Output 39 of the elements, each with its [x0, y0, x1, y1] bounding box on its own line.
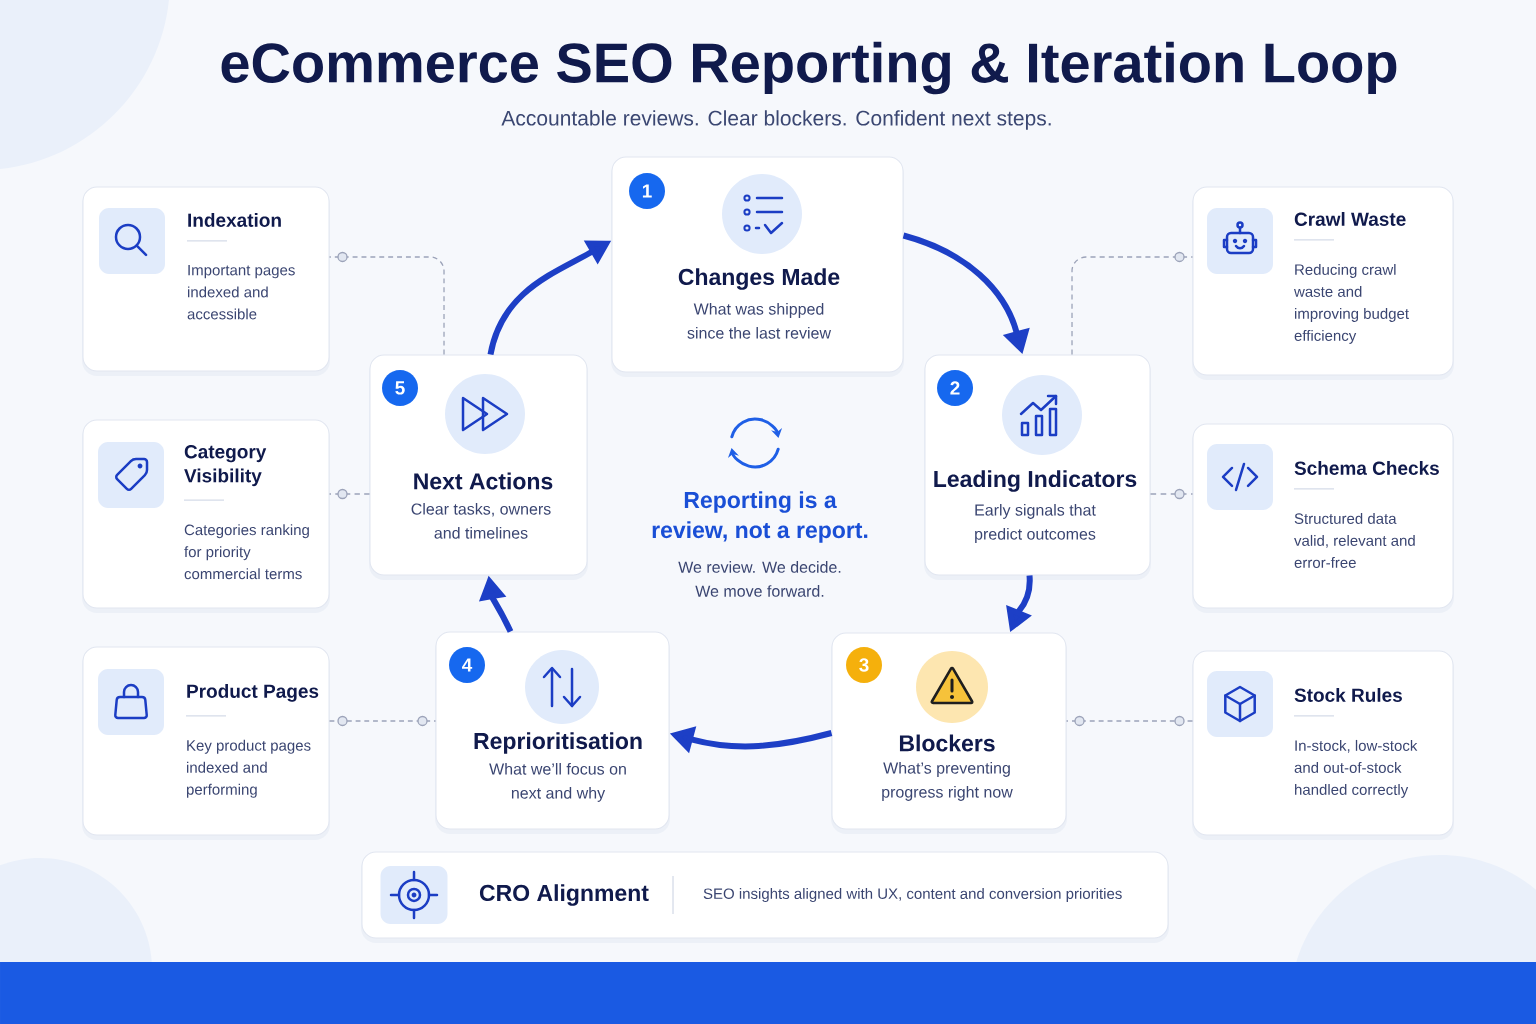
- step-description: Early signals that predict outcomes: [975, 504, 1096, 543]
- number-badge: 5: [382, 370, 418, 406]
- tagline: Reporting is a review, not a report.: [652, 491, 868, 543]
- card-description: In-stock, low-stock and out-of-stock handled correctly: [1294, 739, 1418, 798]
- step-title: Next Actions: [414, 472, 553, 490]
- card-title: Product Pages: [187, 684, 319, 702]
- banner-title: CRO Alignment: [479, 884, 649, 906]
- card-title: Stock Rules: [1294, 688, 1402, 702]
- card-title: Schema Checks: [1294, 461, 1439, 475]
- card-title: Crawl Waste: [1294, 212, 1406, 226]
- number-badge: 4: [449, 647, 485, 683]
- step-title: Leading Indicators: [934, 470, 1137, 492]
- step-title: Reprioritisation: [474, 732, 642, 754]
- step-description: Clear tasks, owners and timelines: [411, 503, 551, 539]
- step-title: Blockers: [899, 734, 995, 752]
- card-description: Reducing crawl waste and improving budget efficiency: [1294, 263, 1409, 344]
- dashed-connector: [1149, 488, 1194, 500]
- dashed-connector: [1071, 251, 1194, 356]
- card-title: Indexation: [188, 213, 281, 227]
- page-title: eCommerce SEO Reporting & Iteration Loop: [221, 41, 1397, 95]
- dashed-connector: [328, 251, 445, 356]
- card-description: Important pages indexed and accessible: [187, 264, 295, 320]
- banner-description: SEO insights aligned with UX, content and conversion priorities: [703, 888, 1122, 902]
- number-badge: 2: [937, 370, 973, 406]
- number-badge: 1: [629, 173, 665, 209]
- step-description: What was shipped since the last review: [687, 303, 832, 339]
- step-title: Changes Made: [678, 268, 840, 290]
- step-description: What’s preventing progress right now: [882, 762, 1013, 801]
- card-description: Categories ranking for priority commercial terms: [184, 524, 309, 580]
- number-badge: 3: [846, 647, 882, 683]
- subtitle: Accountable reviews. Clear blockers. Confident next steps.: [501, 110, 1051, 130]
- card-description: Structured data valid, relevant and error-free: [1294, 512, 1415, 568]
- dashed-connector: [328, 715, 437, 727]
- dashed-connector: [1065, 715, 1194, 727]
- step-description: What we’ll focus on next and why: [489, 763, 626, 802]
- tagline-text: We review. We decide. We move forward.: [678, 561, 841, 597]
- dashed-connector: [328, 488, 371, 500]
- card-title: Category Visibility: [184, 445, 267, 487]
- card-description: Key product pages indexed and performing: [187, 739, 311, 798]
